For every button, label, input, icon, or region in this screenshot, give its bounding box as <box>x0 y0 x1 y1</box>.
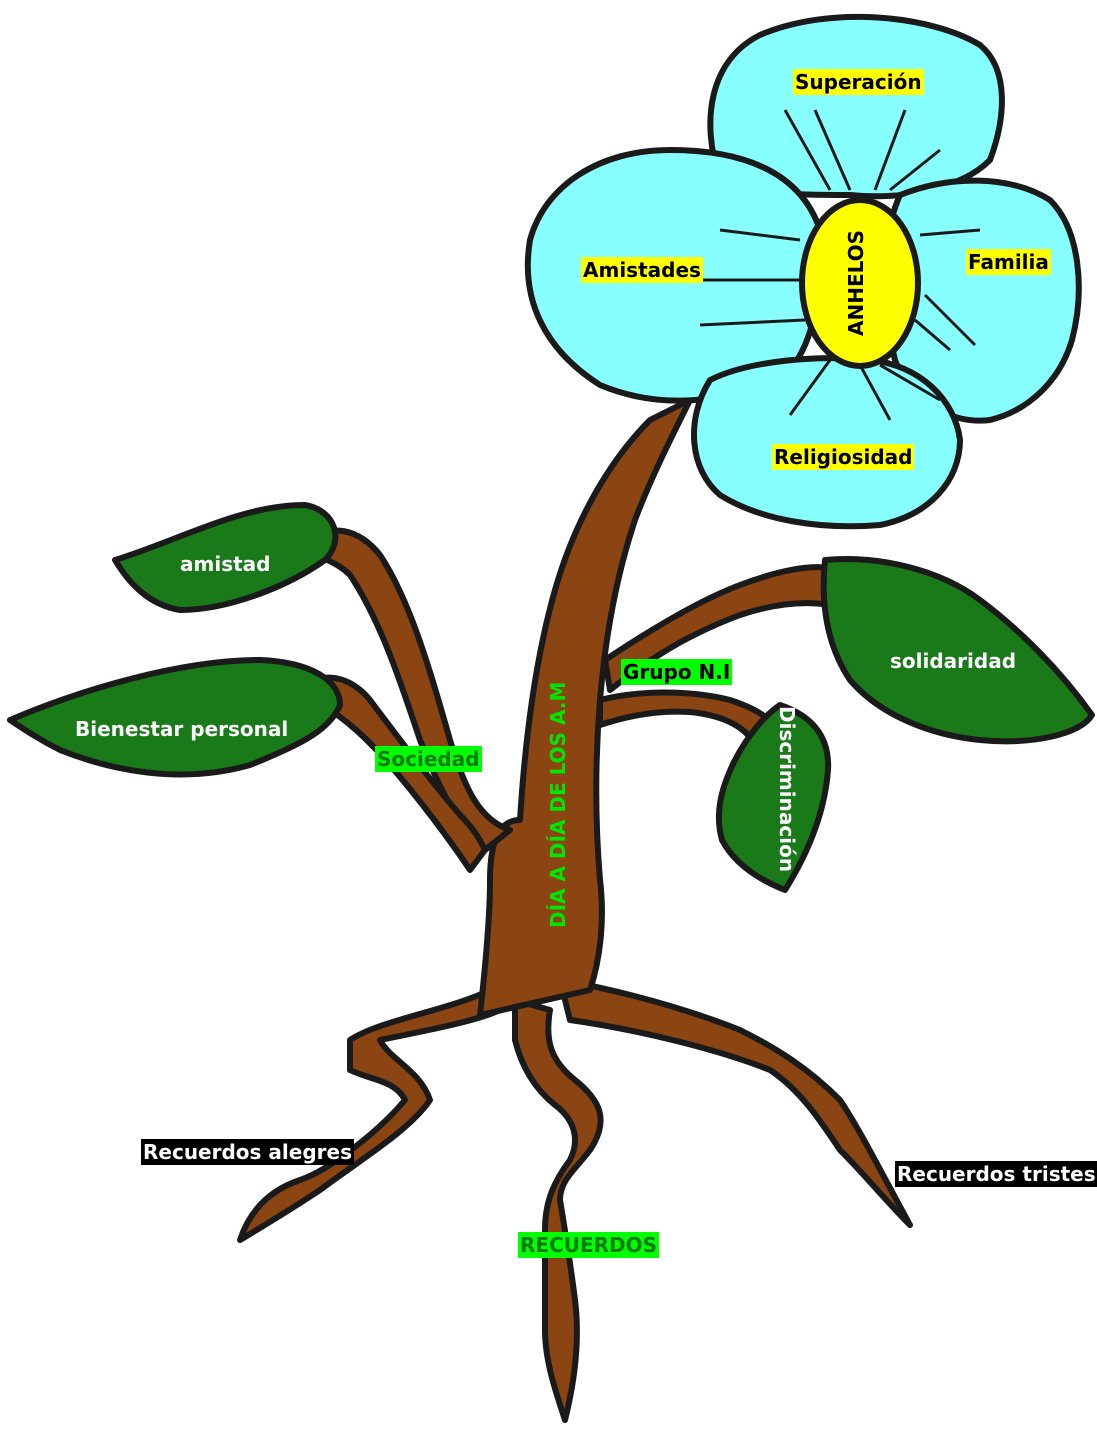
leaf-label-discriminacion: Discriminación <box>775 706 799 873</box>
petal-bottom <box>691 355 963 530</box>
leaf-label-solidaridad: solidaridad <box>890 649 1017 673</box>
leaf-label-amistad: amistad <box>180 552 271 576</box>
leaf-solidaridad <box>820 556 1095 745</box>
root-label-alegres: Recuerdos alegres <box>141 1139 354 1165</box>
root-left <box>237 987 503 1243</box>
petal-label-religiosidad: Religiosidad <box>772 444 915 470</box>
flower-center <box>799 197 921 369</box>
leaf-bienestar <box>7 657 343 778</box>
trunk-label: DÍA A DÍA DE LOS A.M <box>546 681 570 928</box>
leaf-label-bienestar: Bienestar personal <box>75 717 289 741</box>
petal-label-familia: Familia <box>966 249 1051 275</box>
petal-veins <box>699 109 981 421</box>
root-main <box>512 997 604 1423</box>
leaf-amistad <box>112 502 339 613</box>
center-label: ANHELOS <box>844 229 868 336</box>
root-right <box>557 977 913 1228</box>
petal-label-amistades: Amistades <box>581 257 703 283</box>
leaf-discriminacion <box>715 702 832 893</box>
petal-top <box>707 13 1005 200</box>
branch-label-grupo: Grupo N.I <box>621 659 733 685</box>
root-label-tristes: Recuerdos tristes <box>895 1161 1097 1187</box>
root-label-main: RECUERDOS <box>518 1232 660 1258</box>
petal-label-superacion: Superación <box>793 69 924 95</box>
branch-label-sociedad: Sociedad <box>375 746 482 772</box>
